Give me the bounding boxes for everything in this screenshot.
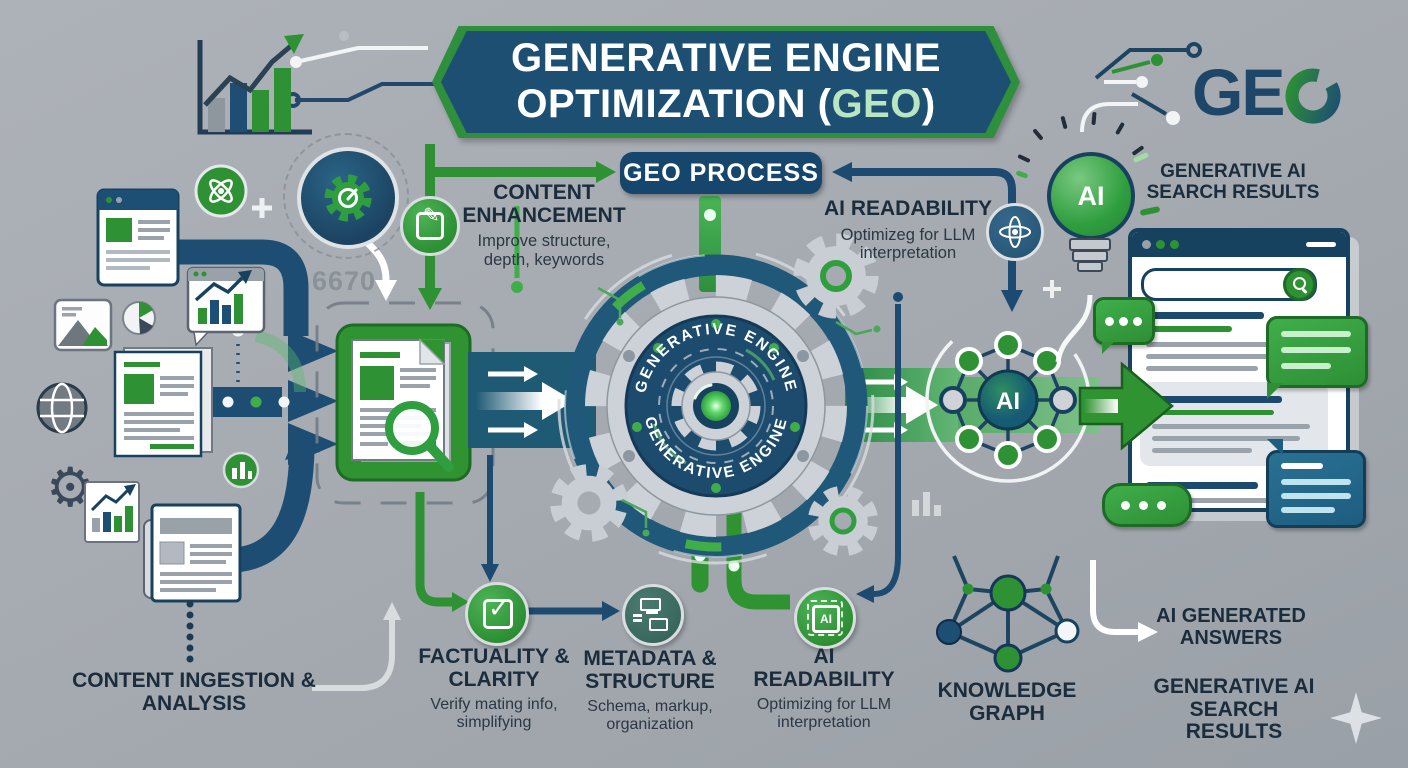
- faint-bars: [912, 492, 941, 516]
- ai-network: AI: [925, 317, 1091, 483]
- ingestion-flow-pipes: [178, 239, 338, 573]
- optimization-gauge-icon: [297, 147, 399, 249]
- atom-badge-icon: [194, 164, 248, 218]
- edit-icon: ✎: [400, 196, 460, 256]
- metadata-schema-icon: [622, 584, 684, 646]
- ai-network-label: AI: [996, 388, 1020, 415]
- source-browser-icon: [96, 188, 180, 287]
- gen-ai-results-bottom-label: GENERATIVE AI SEARCH RESULTS: [1153, 675, 1315, 744]
- doc-analysis-box: [315, 301, 495, 505]
- step-factuality: FACTUALITY & CLARITY Verify mating info,…: [418, 645, 570, 732]
- analytics-window-icon: [186, 266, 266, 347]
- chart-doc-icon: [84, 481, 140, 543]
- inner-gear-icon: [671, 361, 761, 451]
- navy-connectors: [481, 292, 903, 621]
- globe-icon: [36, 382, 88, 434]
- knowledge-graph-icon: [936, 555, 1080, 673]
- circuit-lines-logo: [1080, 42, 1202, 133]
- pie-chart-icon: [122, 301, 156, 335]
- ingestion-curve-arrow: [312, 602, 401, 691]
- chat-lines-bubble: [1266, 316, 1368, 399]
- result-title-line: [1146, 312, 1264, 319]
- geo-process-badge: GEO PROCESS: [620, 152, 822, 194]
- document-icon: [113, 347, 213, 458]
- step-content-enhancement: CONTENT ENHANCEMENT Improve structure, d…: [462, 181, 626, 269]
- geo-logo: GE: [1192, 58, 1345, 126]
- step-metadata: METADATA & STRUCTURE Schema, markup, org…: [583, 647, 717, 734]
- chat-blue-bubble: [1266, 439, 1366, 528]
- ai-generated-answers-label: AI GENERATED ANSWERS: [1156, 605, 1306, 649]
- mini-bars-badge-icon: [222, 451, 260, 489]
- newspaper-icon: [143, 503, 242, 603]
- search-input[interactable]: [1141, 268, 1317, 301]
- answers-curve-arrow: [1055, 294, 1158, 642]
- growth-chart-icon: [197, 34, 312, 135]
- orbit-icon: [986, 203, 1044, 261]
- step-ai-readability-top: AI READABILITY Optimizeg for LLM interpr…: [824, 197, 992, 263]
- chat-dots-bubble: [1093, 297, 1155, 354]
- photo-icon: [53, 298, 113, 352]
- generative-engine-hub: GENERATIVE ENGINE GENERATIVE ENGINE: [557, 247, 875, 565]
- search-icon[interactable]: [1283, 268, 1316, 301]
- knowledge-graph-label: KNOWLEDGE GRAPH: [937, 679, 1077, 725]
- page-title: GENERATIVE ENGINE OPTIMIZATION (GEO): [510, 36, 942, 126]
- step-ai-readability-bottom: AI READABILITY Optimizing for LLM interp…: [753, 645, 895, 732]
- gen-ai-results-top-label: GENERATIVE AI SEARCH RESULTS: [1146, 161, 1320, 203]
- watermark-number: 6670: [312, 266, 377, 296]
- dotted-connector: [186, 600, 194, 663]
- highlighted-answer-block: [1140, 382, 1328, 466]
- results-arrow: [1078, 361, 1174, 451]
- ai-bulb-icon: AI: [1047, 152, 1135, 240]
- factuality-check-icon: ✓: [465, 582, 529, 646]
- geo-logo-o-icon: [1285, 68, 1341, 124]
- badge-connectors: [832, 162, 1023, 312]
- content-ingestion-label: CONTENT INGESTION & ANALYSIS: [72, 669, 316, 715]
- satellite-gears: [550, 242, 876, 555]
- chat-dots-pill: [1102, 483, 1192, 527]
- green-connectors-top: [418, 144, 616, 310]
- ai-chip-icon: AI: [794, 587, 856, 649]
- title-banner: GENERATIVE ENGINE OPTIMIZATION (GEO): [432, 26, 1020, 138]
- hub-circuits: [597, 286, 881, 537]
- sparkle-plus: [1043, 280, 1061, 298]
- window-titlebar: [1132, 232, 1346, 257]
- magnifier-icon: [385, 401, 454, 472]
